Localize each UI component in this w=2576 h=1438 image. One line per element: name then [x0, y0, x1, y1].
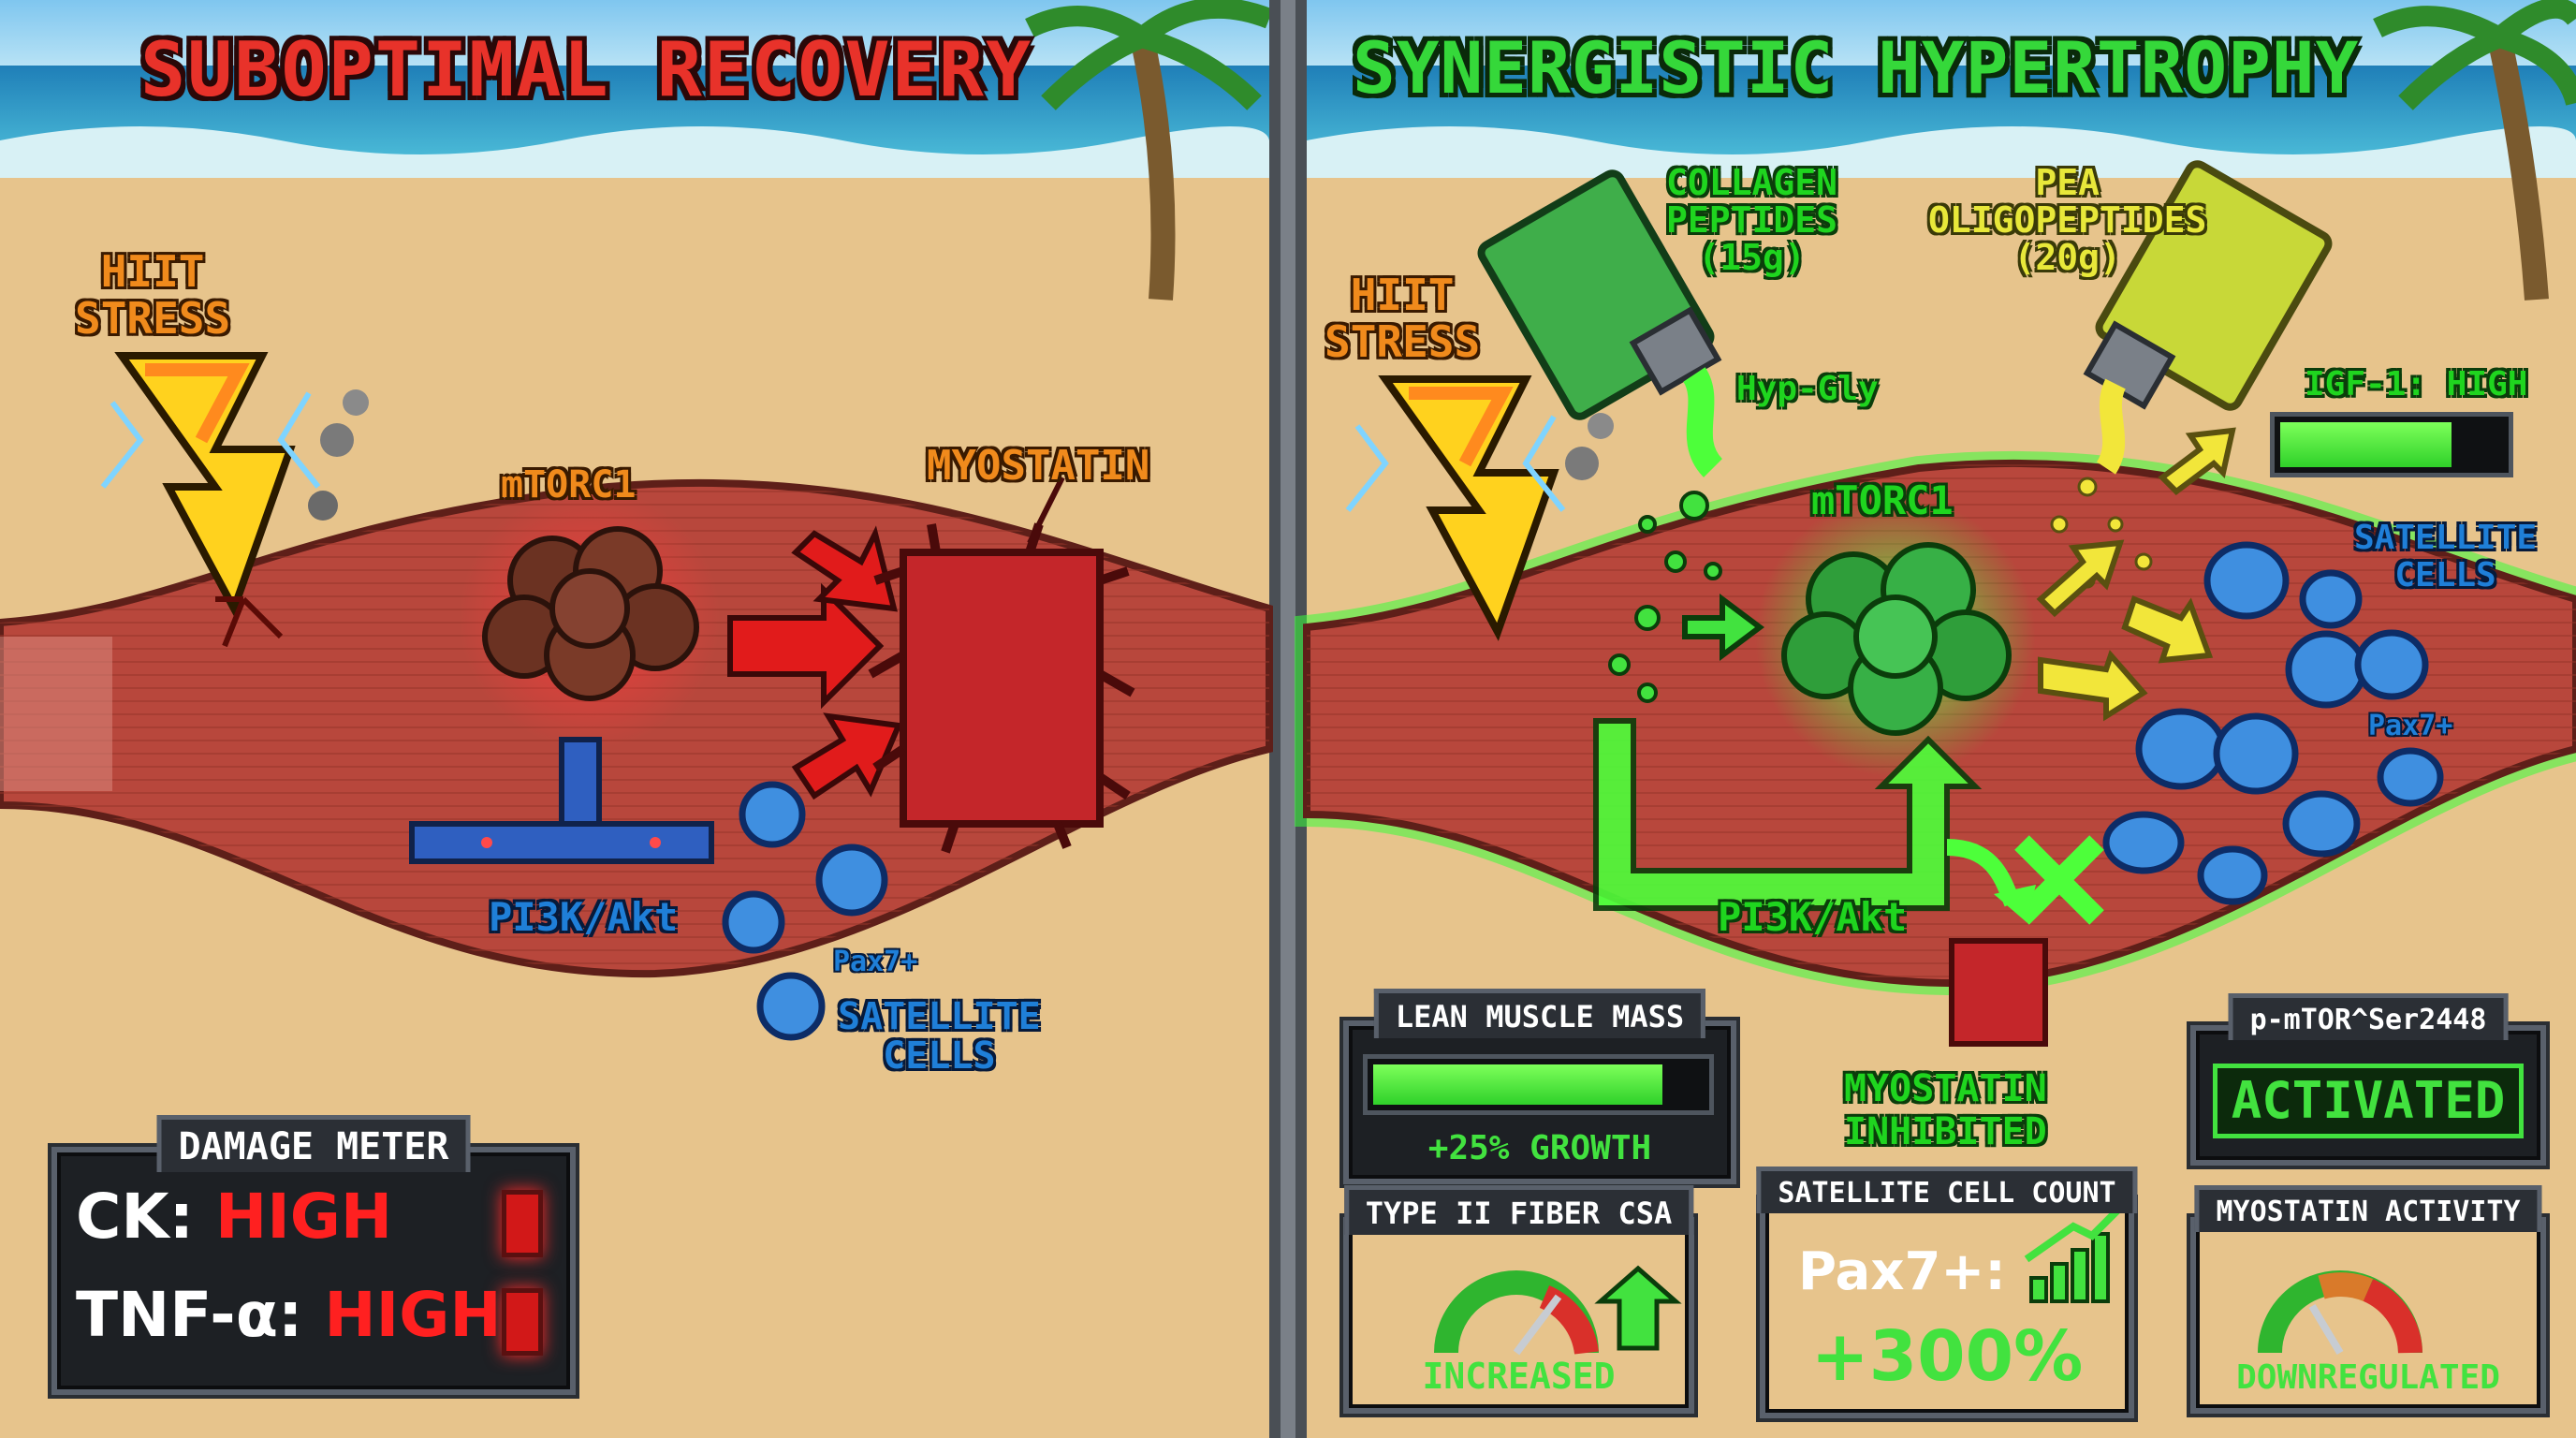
- satellite-cells-label-left: SATELLITE CELLS: [838, 997, 1041, 1076]
- mtorc1-cluster-right: [1755, 496, 2036, 777]
- green-particles: [1608, 491, 1722, 703]
- tnf-value: HIGH: [324, 1279, 502, 1351]
- lean-muscle-mass-bar: [1363, 1054, 1714, 1115]
- collagen-label: COLLAGEN PEPTIDES (15g): [1666, 164, 1837, 276]
- pmtor-status: ACTIVATED: [2213, 1064, 2524, 1138]
- panel-divider-highlight: [1281, 0, 1295, 1438]
- pea-line2: OLIGOPEPTIDES: [1928, 199, 2207, 241]
- satellite-cells-label-right: SATELLITE CELLS: [2354, 520, 2537, 594]
- right-panel-title: SYNERGISTIC HYPERTROPHY: [1353, 26, 2360, 110]
- pax7-label-left: Pax7+: [833, 946, 918, 978]
- myostatin-label-left: MYOSTATIN: [927, 442, 1150, 490]
- myostatin-left: [868, 476, 1135, 854]
- tnf-marker: TNF-α:: [76, 1279, 325, 1351]
- hiit-label-line2: STRESS: [75, 293, 231, 344]
- hiit-stress-label-left: HIIT STRESS: [75, 248, 230, 342]
- myostatin-inhibited-label: MYOSTATIN INHIBITED: [1844, 1067, 2047, 1153]
- palm-tree-left: [1025, 0, 1274, 301]
- ck-alert-led: [502, 1190, 543, 1257]
- igf1-meter: [2270, 412, 2513, 477]
- pi3k-label-right: PI3K/Akt: [1718, 894, 1908, 940]
- hiit-label-line1: HIIT: [100, 246, 205, 297]
- tnf-alert-led: [502, 1288, 543, 1356]
- satellite-count-panel: SATELLITE CELL COUNT Pax7+: +300%: [1756, 1167, 2138, 1418]
- collagen-bottle: [1477, 169, 1723, 477]
- lean-muscle-mass-bar-fill: [1373, 1064, 1663, 1105]
- myostatin-inhibited-line2: INHIBITED: [1844, 1110, 2047, 1153]
- satellite-cells-left: [722, 781, 888, 1041]
- pea-bottle: [2083, 160, 2333, 475]
- palm-tree-right: [2373, 0, 2576, 301]
- pmtor-title: p-mTOR^Ser2448: [2228, 993, 2509, 1040]
- pea-label: PEA OLIGOPEPTIDES (20g): [1928, 164, 2206, 276]
- lean-muscle-mass-panel: LEAN MUSCLE MASS +25% GROWTH: [1343, 989, 1736, 1184]
- hyp-gly-label: Hyp-Gly: [1736, 370, 1879, 408]
- myostatin-activity-gauge: [2258, 1270, 2422, 1356]
- pmtor-panel: p-mTOR^Ser2448 ACTIVATED: [2190, 993, 2546, 1166]
- collagen-line1: COLLAGEN: [1666, 162, 1838, 203]
- pea-line1: PEA: [2035, 162, 2100, 203]
- damage-meter-panel: DAMAGE METER CK: HIGH TNF-α: HIGH: [51, 1115, 576, 1395]
- ck-marker: CK:: [76, 1181, 215, 1253]
- myostatin-inhibited-icon: [1946, 835, 2104, 1047]
- green-arrows: [1593, 594, 1983, 911]
- mtorc1-cluster-left: [459, 487, 721, 749]
- fiber-csa-panel: TYPE II FIBER CSA INCREASED: [1343, 1185, 1694, 1414]
- satellite-line2: CELLS: [883, 1034, 996, 1078]
- collagen-line2: PEPTIDES: [1666, 199, 1838, 241]
- satellite-line2-right: CELLS: [2394, 556, 2496, 594]
- fiber-csa-gauge: [1434, 1265, 1682, 1356]
- damage-meter-title: DAMAGE METER: [156, 1115, 471, 1172]
- myostatin-activity-status: DOWNREGULATED: [2236, 1358, 2500, 1397]
- pi3k-pathway-left: [409, 737, 714, 864]
- satellite-cells-right: [2102, 541, 2444, 905]
- left-panel-title: SUBOPTIMAL RECOVERY: [140, 26, 1033, 113]
- lightning-bolt-icon: [100, 352, 369, 648]
- hiit-stress-label-right: HIIT STRESS: [1325, 271, 1480, 365]
- lightning-bolt-icon-right: [1345, 375, 1614, 641]
- hiit-label-line1-right: HIIT: [1350, 270, 1455, 320]
- ck-value: HIGH: [214, 1181, 393, 1253]
- pax7-label-right: Pax7+: [2368, 710, 2453, 742]
- satellite-count-line2: +300%: [1810, 1316, 2084, 1397]
- lean-muscle-mass-caption: +25% GROWTH: [1427, 1129, 1652, 1167]
- yellow-arrows: [2036, 427, 2236, 722]
- collagen-line3: (15g): [1698, 237, 1806, 278]
- satellite-line1: SATELLITE: [838, 995, 1041, 1038]
- myostatin-activity-panel: MYOSTATIN ACTIVITY DOWNREGULATED: [2190, 1185, 2546, 1414]
- satellite-count-title: SATELLITE CELL COUNT: [1756, 1167, 2138, 1213]
- myostatin-activity-title: MYOSTATIN ACTIVITY: [2194, 1185, 2542, 1232]
- pea-line3: (20g): [2013, 237, 2121, 278]
- lean-muscle-mass-title: LEAN MUSCLE MASS: [1373, 989, 1706, 1038]
- pi3k-label-left: PI3K/Akt: [489, 894, 679, 940]
- igf1-meter-fill: [2280, 422, 2452, 467]
- fiber-csa-status: INCREASED: [1422, 1356, 1616, 1397]
- satellite-line1-right: SATELLITE: [2354, 519, 2538, 557]
- fiber-csa-title: TYPE II FIBER CSA: [1343, 1185, 1694, 1235]
- tnf-row: TNF-α: HIGH: [76, 1279, 502, 1351]
- myostatin-inhibited-line1: MYOSTATIN: [1844, 1067, 2047, 1110]
- mtorc1-label-right: mTORC1: [1811, 477, 1954, 523]
- mtorc1-label-left: mTORC1: [501, 463, 637, 506]
- ck-row: CK: HIGH: [76, 1181, 392, 1253]
- growth-chart-icon: [2024, 1205, 2123, 1303]
- igf1-label: IGF-1: HIGH: [2305, 365, 2528, 404]
- hiit-label-line2-right: STRESS: [1325, 316, 1481, 367]
- satellite-count-line1: Pax7+:: [1798, 1241, 2006, 1302]
